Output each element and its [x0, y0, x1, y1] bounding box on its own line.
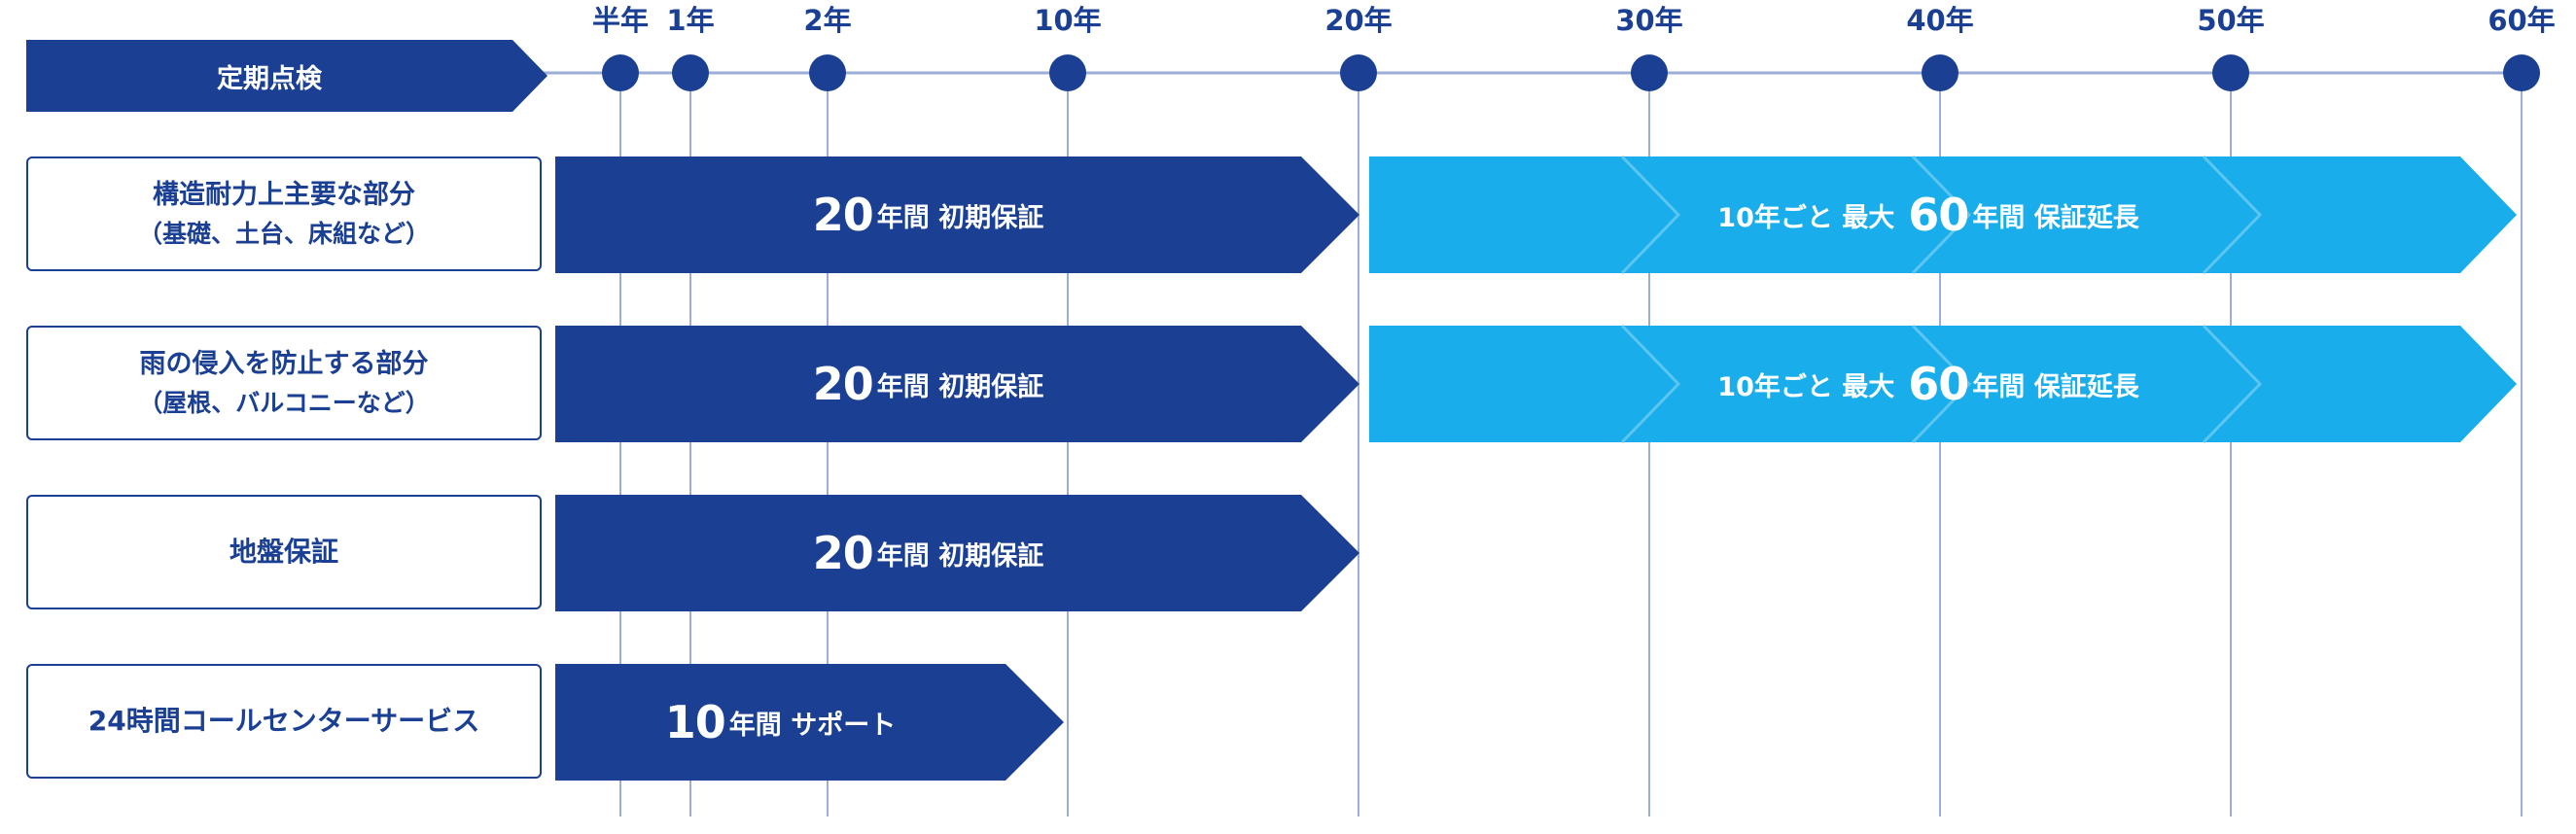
- row2-label-line1: 雨の侵入を防止する部分: [139, 349, 429, 379]
- row2-chevron-1: [1620, 324, 1681, 444]
- tick-dot-1-year: [672, 54, 709, 91]
- tick-dot-10-year: [1049, 54, 1086, 91]
- row1-chevron-3: [2202, 155, 2263, 275]
- row3-label-box: 地盤保証: [26, 495, 542, 609]
- row3-label: 地盤保証: [229, 536, 338, 568]
- row1-label-box: 構造耐力上主要な部分 （基礎、土台、床組など）: [26, 156, 542, 271]
- tick-dot-half-year: [602, 54, 639, 91]
- row4-label: 24時間コールセンターサービス: [88, 705, 480, 737]
- row2-initial-bar: [555, 326, 1359, 442]
- row1-chevron-2: [1911, 155, 1972, 275]
- row1-extension-bar: [1369, 156, 2517, 273]
- row2-extension-bar: [1369, 326, 2517, 442]
- tick-dot-60-year: [2503, 54, 2540, 91]
- tick-label-20-year: 20年: [1324, 4, 1393, 37]
- row1-chevron-1: [1620, 155, 1681, 275]
- tick-label-40-year: 40年: [1906, 4, 1974, 37]
- tick-dot-30-year: [1631, 54, 1668, 91]
- row1-label-line1: 構造耐力上主要な部分: [153, 180, 415, 210]
- row4-initial-bar: [555, 664, 1064, 781]
- tick-dot-40-year: [1922, 54, 1958, 91]
- row2-chevron-3: [2202, 324, 2263, 444]
- tick-dot-2-year: [809, 54, 846, 91]
- tick-label-50-year: 50年: [2197, 4, 2265, 37]
- tick-dot-50-year: [2212, 54, 2249, 91]
- tick-label-30-year: 30年: [1615, 4, 1683, 37]
- row1-label-line2: （基礎、土台、床組など）: [137, 219, 430, 248]
- header-label: 定期点検: [217, 63, 322, 94]
- row2-label-line2: （屋根、バルコニーなど）: [138, 388, 430, 417]
- tick-label-1-year: 1年: [666, 4, 715, 37]
- header-arrow: [26, 40, 547, 112]
- tick-label-2-year: 2年: [803, 4, 852, 37]
- row2-label-box: 雨の侵入を防止する部分 （屋根、バルコニーなど）: [26, 326, 542, 440]
- tick-dot-20-year: [1340, 54, 1377, 91]
- row2-chevron-2: [1911, 324, 1972, 444]
- row4-label-box: 24時間コールセンターサービス: [26, 664, 542, 779]
- row1-initial-bar: [555, 156, 1359, 273]
- tick-label-10-year: 10年: [1034, 4, 1102, 37]
- tick-label-60-year: 60年: [2488, 4, 2556, 37]
- tick-label-half-year: 半年: [591, 4, 650, 37]
- row3-initial-bar: [555, 495, 1359, 611]
